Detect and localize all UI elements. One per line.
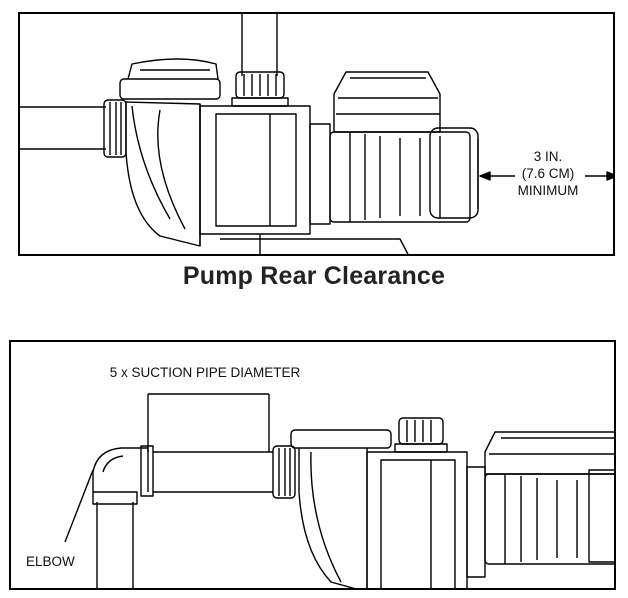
clearance-dimension xyxy=(479,171,613,181)
motor xyxy=(484,469,614,565)
pump-side-view-drawing xyxy=(20,14,613,254)
figure-caption: Pump Rear Clearance xyxy=(182,262,446,290)
suction-pipe-drawing xyxy=(64,393,614,588)
elbow-label: ELBOW xyxy=(26,554,75,569)
clearance-centimeters: (7.6 CM) xyxy=(521,166,575,181)
strainer-pot xyxy=(119,58,221,247)
pump-housing xyxy=(366,451,486,588)
suction-pipe xyxy=(20,106,106,150)
motor xyxy=(329,127,479,223)
suction-pipe-panel xyxy=(9,340,616,590)
clearance-minimum: MINIMUM xyxy=(517,183,579,198)
straight-suction-pipe xyxy=(153,451,273,493)
elbow-fitting xyxy=(92,445,154,497)
suction-dimension-bracket xyxy=(147,393,270,452)
discharge-pipe xyxy=(241,14,278,76)
clearance-dimension-label: 3 IN. (7.6 CM) MINIMUM xyxy=(503,148,593,199)
discharge-union-nut xyxy=(231,71,289,107)
inlet-union-nut xyxy=(272,445,296,499)
strainer-pot xyxy=(290,429,392,588)
suction-dimension-label: 5 x SUCTION PIPE DIAMETER xyxy=(109,365,301,380)
inlet-union-nut xyxy=(103,99,127,158)
rear-clearance-panel xyxy=(18,12,615,256)
drive-controller xyxy=(333,71,441,133)
pump-housing xyxy=(199,105,409,254)
riser-pipe xyxy=(92,491,138,588)
drive-controller xyxy=(484,431,614,475)
clearance-inches: 3 IN. xyxy=(533,149,563,164)
discharge-union-nut xyxy=(394,417,448,453)
elbow-leader-line xyxy=(64,469,94,543)
